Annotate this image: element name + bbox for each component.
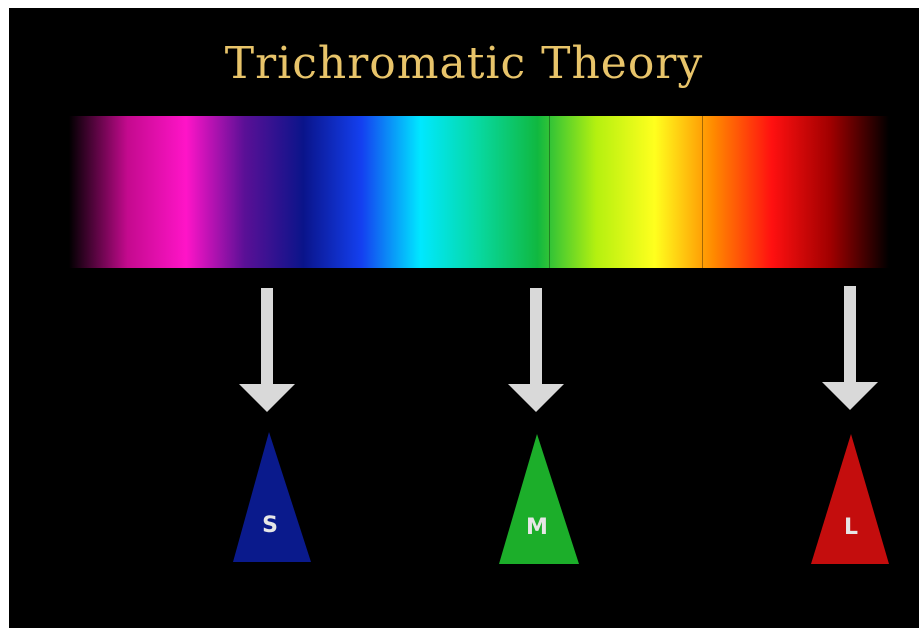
diagram-title: Trichromatic Theory xyxy=(224,38,704,89)
visible-spectrum-bar xyxy=(69,116,889,268)
cone-label-l: L xyxy=(844,515,858,540)
cone-label-m: M xyxy=(526,515,548,540)
l-cone-icon: L xyxy=(811,434,889,564)
diagram-canvas: Trichromatic Theory S M L xyxy=(9,8,919,628)
down-arrow-icon xyxy=(239,288,295,412)
spectrum-divider xyxy=(702,116,703,268)
cone-label-s: S xyxy=(262,513,278,538)
s-cone-icon: S xyxy=(233,432,311,562)
spectrum-divider xyxy=(549,116,550,268)
down-arrow-icon xyxy=(508,288,564,412)
down-arrow-icon xyxy=(822,286,878,410)
m-cone-icon: M xyxy=(499,434,579,564)
